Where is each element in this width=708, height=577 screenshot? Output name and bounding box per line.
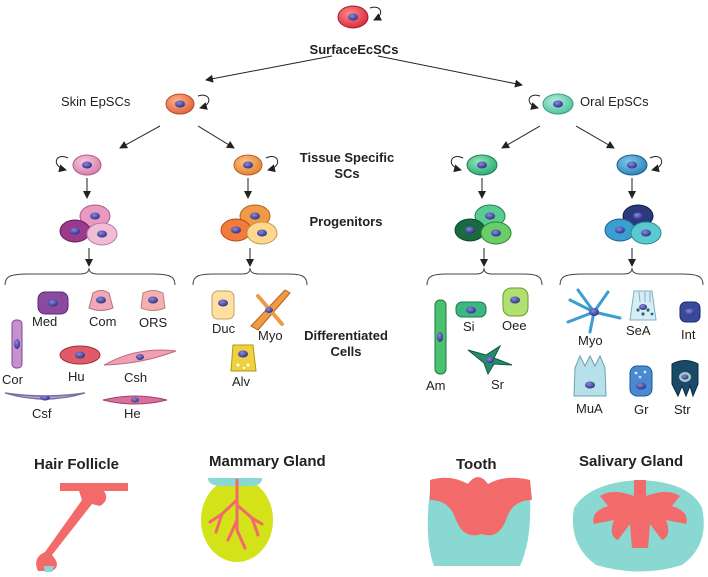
- hair-follicle-stem-cell: [55, 154, 102, 176]
- cell-label-hu: Hu: [68, 369, 85, 384]
- cell-label-sea: SeA: [626, 323, 651, 338]
- mammary-gland-illustration: [201, 478, 273, 562]
- salivary-brace: [559, 267, 704, 286]
- self-renewal-arrow: [450, 156, 464, 173]
- tooth-differentiated-cells: Am Si Oee Sr: [426, 287, 529, 393]
- organ-title-hair-follicle: Hair Follicle: [34, 456, 119, 473]
- tooth-illustration: [427, 477, 532, 566]
- self-renewal-arrow: [197, 94, 210, 110]
- progenitors-label: Progenitors: [310, 214, 383, 229]
- cell-label-csf: Csf: [32, 406, 52, 421]
- cell-mua: [573, 354, 607, 397]
- cell-gr: [629, 365, 653, 397]
- cell-label-myo-mammary: Myo: [258, 328, 283, 343]
- tooth-stem-cell: [450, 154, 498, 176]
- cell-label-sr: Sr: [491, 377, 505, 392]
- differentiated-label-line2: Cells: [330, 344, 361, 359]
- salivary-stem-cell: [616, 154, 663, 176]
- hair-brace: [4, 267, 176, 286]
- organ-title-salivary-gland: Salivary Gland: [579, 453, 683, 470]
- mammary-stem-cell: [233, 154, 279, 176]
- oral-stem-cell: [528, 93, 574, 115]
- cell-label-alv: Alv: [232, 374, 251, 389]
- cell-label-csh: Csh: [124, 370, 147, 385]
- tooth-progenitor-cluster: [454, 204, 512, 245]
- cell-label-oee: Oee: [502, 318, 527, 333]
- arrow-root-to-oral: [377, 55, 523, 88]
- cell-label-am: Am: [426, 378, 446, 393]
- arrow-skin-to-mammary: [197, 125, 235, 149]
- tissue-sc-label-line1: Tissue Specific: [300, 150, 394, 165]
- oral-epscs-label: Oral EpSCs: [580, 94, 649, 109]
- differentiated-label-line1: Differentiated: [304, 328, 388, 343]
- mammary-differentiated-cells: Duc Myo Alv: [211, 289, 291, 389]
- cell-label-com: Com: [89, 314, 116, 329]
- arrow-root-to-skin: [205, 55, 333, 83]
- cell-label-gr: Gr: [634, 402, 649, 417]
- skin-epscs-label: Skin EpSCs: [61, 94, 131, 109]
- organ-title-mammary-gland: Mammary Gland: [209, 453, 326, 470]
- cell-label-ors: ORS: [139, 315, 168, 330]
- salivary-differentiated-cells: Myo SeA Int MuA Gr Str: [566, 288, 701, 417]
- self-renewal-arrow: [265, 156, 279, 173]
- self-renewal-arrow: [649, 156, 663, 173]
- hair-progenitor-cluster: [59, 204, 118, 246]
- organ-title-tooth: Tooth: [456, 456, 497, 473]
- cell-label-str: Str: [674, 402, 691, 417]
- arrow-skin-to-hair: [119, 125, 161, 149]
- self-renewal-arrow: [55, 156, 69, 173]
- root-stem-cell: [337, 5, 383, 29]
- cell-label-cor: Cor: [2, 372, 24, 387]
- self-renewal-arrow: [369, 6, 383, 21]
- salivary-progenitor-cluster: [604, 204, 662, 245]
- skin-stem-cell: [165, 93, 210, 115]
- mammary-progenitor-cluster: [220, 204, 278, 245]
- cell-label-he: He: [124, 406, 141, 421]
- salivary-gland-illustration: [572, 480, 704, 572]
- self-renewal-arrow: [528, 94, 541, 110]
- tooth-brace: [426, 267, 543, 286]
- cell-label-duc: Duc: [212, 321, 236, 336]
- arrow-oral-to-salivary: [575, 125, 615, 149]
- mammary-brace: [192, 267, 308, 286]
- cell-label-mua: MuA: [576, 401, 603, 416]
- cell-label-myo-salivary: Myo: [578, 333, 603, 348]
- cell-label-int: Int: [681, 327, 696, 342]
- hair-follicle-illustration: [36, 483, 128, 572]
- hair-differentiated-cells: Med Com ORS Cor Hu Csh Csf He: [2, 290, 177, 421]
- tissue-sc-label-line2: SCs: [334, 166, 359, 181]
- arrow-oral-to-tooth: [501, 125, 541, 149]
- cell-label-si: Si: [463, 319, 475, 334]
- root-label: SurfaceEcSCs: [310, 42, 399, 57]
- cell-label-med: Med: [32, 314, 57, 329]
